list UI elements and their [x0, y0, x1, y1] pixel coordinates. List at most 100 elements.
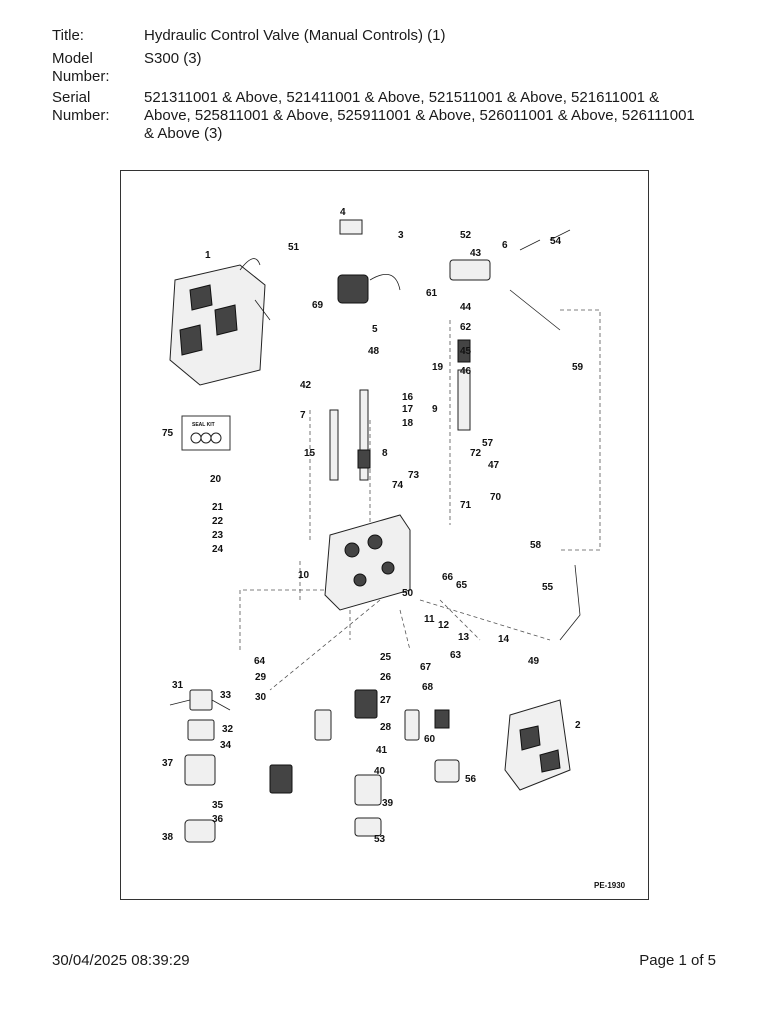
right-spool-group	[449, 229, 571, 431]
callout-37: 37	[162, 758, 174, 769]
callout-43: 43	[470, 248, 482, 259]
callout-21: 21	[212, 502, 224, 513]
callout-36: 36	[212, 814, 224, 825]
callout-34: 34	[220, 740, 232, 751]
callout-71: 71	[460, 500, 472, 511]
serial-label: Serial Number:	[52, 89, 132, 125]
callout-15: 15	[304, 448, 316, 459]
callout-70: 70	[490, 492, 502, 503]
callout-46: 46	[460, 366, 472, 377]
callout-6: 6	[502, 240, 508, 251]
model-label: Model Number:	[52, 50, 132, 86]
callout-16: 16	[402, 392, 414, 403]
callout-52: 52	[460, 230, 472, 241]
callout-72: 72	[470, 448, 482, 459]
callout-38: 38	[162, 832, 174, 843]
callout-48: 48	[368, 346, 380, 357]
callout-41: 41	[376, 745, 388, 756]
callout-49: 49	[528, 656, 540, 667]
callout-75: 75	[162, 428, 174, 439]
main-valve-body-10	[324, 514, 411, 611]
spool-7-8	[329, 389, 371, 481]
callout-58: 58	[530, 540, 542, 551]
serial-value: 521311001 & Above, 521411001 & Above, 52…	[144, 89, 724, 143]
callout-61: 61	[426, 288, 438, 299]
serial-value-line3: & Above (3)	[144, 125, 223, 142]
serial-label-line1: Serial	[52, 89, 91, 106]
callout-25: 25	[380, 652, 392, 663]
callout-64: 64	[254, 656, 266, 667]
callout-67: 67	[420, 662, 432, 673]
valve-assembly-1	[169, 258, 271, 386]
callout-31: 31	[172, 680, 184, 691]
callout-50: 50	[402, 588, 414, 599]
callout-18: 18	[402, 418, 414, 429]
title-label: Title:	[52, 27, 84, 44]
callout-23: 23	[212, 530, 224, 541]
callout-28: 28	[380, 722, 392, 733]
callout-74: 74	[392, 480, 404, 491]
callout-73: 73	[408, 470, 420, 481]
callout-14: 14	[498, 634, 510, 645]
model-label-line2: Number:	[52, 68, 110, 85]
seal-kit-75: SEAL KIT	[181, 415, 231, 451]
callout-19: 19	[432, 362, 444, 373]
valve-body-2	[504, 699, 571, 791]
callout-26: 26	[380, 672, 392, 683]
callout-13: 13	[458, 632, 470, 643]
callout-22: 22	[212, 516, 224, 527]
callout-66: 66	[442, 572, 454, 583]
callout-7: 7	[300, 410, 306, 421]
callout-30: 30	[255, 692, 267, 703]
lower-right-group	[404, 709, 460, 783]
callout-4: 4	[340, 207, 346, 218]
callout-32: 32	[222, 724, 234, 735]
callout-59: 59	[572, 362, 584, 373]
callout-29: 29	[255, 672, 267, 683]
title-value: Hydraulic Control Valve (Manual Controls…	[144, 27, 446, 44]
callout-63: 63	[450, 650, 462, 661]
serial-label-line2: Number:	[52, 107, 110, 124]
callout-33: 33	[220, 690, 232, 701]
callout-54: 54	[550, 236, 562, 247]
callout-51: 51	[288, 242, 300, 253]
callout-42: 42	[300, 380, 312, 391]
lower-left-group	[169, 689, 231, 843]
callout-62: 62	[460, 322, 472, 333]
callout-39: 39	[382, 798, 394, 809]
callout-12: 12	[438, 620, 450, 631]
callout-45: 45	[460, 346, 472, 357]
callout-24: 24	[212, 544, 224, 555]
serial-value-line1: 521311001 & Above, 521411001 & Above, 52…	[144, 89, 660, 106]
callout-68: 68	[422, 682, 434, 693]
callout-55: 55	[542, 582, 554, 593]
callout-47: 47	[488, 460, 500, 471]
footer-timestamp: 30/04/2025 08:39:29	[52, 952, 190, 969]
callout-2: 2	[575, 720, 581, 731]
footer-page-number: Page 1 of 5	[639, 952, 716, 969]
hose-55	[559, 564, 581, 641]
callout-27: 27	[380, 695, 392, 706]
callout-5: 5	[372, 324, 378, 335]
callout-57: 57	[482, 438, 494, 449]
callout-17: 17	[402, 404, 414, 415]
callout-40: 40	[374, 766, 386, 777]
callout-8: 8	[382, 448, 388, 459]
model-label-line1: Model	[52, 50, 93, 67]
callout-69: 69	[312, 300, 324, 311]
assembly-guide-lines	[239, 309, 601, 691]
callout-3: 3	[398, 230, 404, 241]
callout-35: 35	[212, 800, 224, 811]
callout-56: 56	[465, 774, 477, 785]
model-value: S300 (3)	[144, 50, 202, 67]
seal-kit-text: SEAL KIT	[192, 422, 215, 428]
callout-1: 1	[205, 250, 211, 261]
callout-20: 20	[210, 474, 222, 485]
callout-53: 53	[374, 834, 386, 845]
lower-middle-group	[269, 689, 382, 837]
figure-ref-code: PE-1930	[594, 881, 626, 890]
callout-11: 11	[424, 614, 435, 625]
callout-65: 65	[456, 580, 468, 591]
